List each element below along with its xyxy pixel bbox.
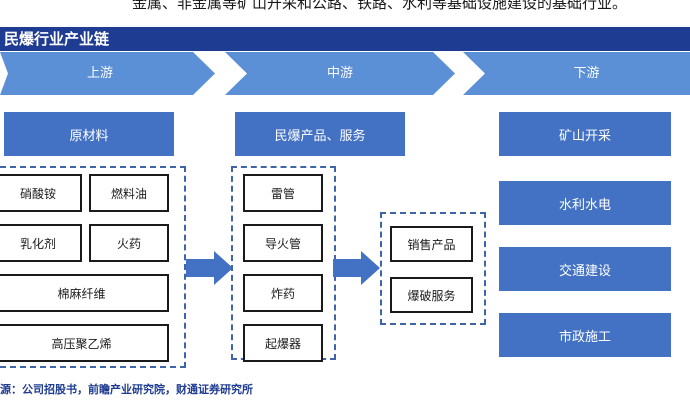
midstream-product: 雷管 [243, 174, 323, 212]
top-text: 金属、非金属等矿山开采和公路、铁路、水利等基础设施建设的基础行业。 [132, 0, 628, 12]
chevron-shape [225, 52, 455, 95]
midstream-service: 销售产品 [390, 226, 473, 262]
category-downstream: 矿山开采 [499, 112, 671, 156]
upstream-item: 硝酸铵 [0, 174, 82, 212]
midstream-product: 炸药 [243, 274, 323, 312]
right-arrow-icon [186, 251, 233, 285]
downstream-item: 市政施工 [499, 313, 671, 357]
stage-downstream: 下游 [463, 52, 690, 95]
downstream-item: 水利水电 [499, 181, 671, 225]
chevron-shape [0, 52, 215, 95]
chevron-shape [463, 52, 690, 95]
upstream-group [0, 166, 186, 368]
upstream-item: 火药 [89, 224, 169, 262]
stage-upstream: 上游 [0, 52, 215, 95]
stage-midstream: 中游 [225, 52, 455, 95]
midstream-service: 爆破服务 [390, 277, 473, 313]
upstream-item: 棉麻纤维 [0, 274, 169, 312]
stage-label-downstream: 下游 [573, 66, 600, 81]
stage-label-upstream: 上游 [86, 66, 113, 81]
right-arrow-icon [333, 251, 380, 285]
category-upstream: 原材料 [4, 112, 174, 156]
stage-label-midstream: 中游 [326, 66, 353, 81]
source-note: 源：公司招股书，前瞻产业研究院，财通证券研究所 [0, 383, 253, 396]
upstream-item: 燃料油 [89, 174, 169, 212]
diagram-title: 民爆行业产业链 [0, 27, 690, 51]
upstream-item: 高压聚乙烯 [0, 324, 169, 362]
midstream-services-group [380, 212, 486, 325]
midstream-product: 导火管 [243, 224, 323, 262]
category-midstream: 民爆产品、服务 [235, 112, 405, 156]
downstream-item: 交通建设 [499, 247, 671, 291]
upstream-item: 乳化剂 [0, 224, 82, 262]
top-text-line: 金属、非金属等矿山开采和公路、铁路、水利等基础设施建设的基础行业。 [0, 0, 690, 24]
midstream-product: 起爆器 [243, 324, 323, 362]
